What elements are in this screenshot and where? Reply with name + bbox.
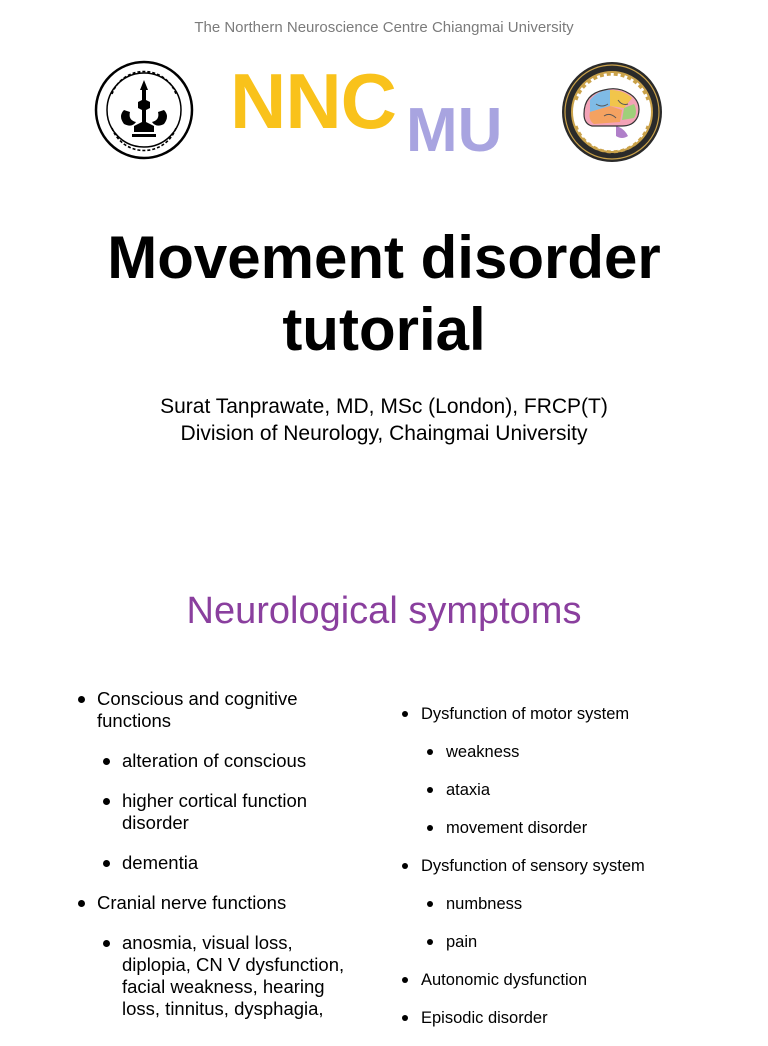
list-item: Cranial nerve functions anosmia, visual … (76, 892, 376, 1020)
bullet-icon (78, 696, 85, 703)
list-item: Episodic disorder (400, 1008, 740, 1028)
left-bullet-list: Conscious and cognitive functions altera… (76, 688, 376, 1038)
right-bullet-list: Dysfunction of motor system weakness ata… (400, 704, 740, 1046)
sub-list: weakness ataxia movement disorder (425, 742, 740, 838)
title-line-1: Movement disorder (107, 224, 661, 291)
bullet-icon (427, 825, 433, 831)
logo-primary-text: NNC (230, 57, 397, 145)
list-item: Dysfunction of motor system weakness ata… (400, 704, 740, 838)
logo-secondary-text: MU (406, 96, 503, 165)
list-item: pain (425, 932, 740, 952)
brain-emblem-icon (562, 62, 662, 162)
title-slide: The Northern Neuroscience Centre Chiangm… (0, 19, 768, 447)
bullet-icon (427, 901, 433, 907)
bullet-icon (402, 863, 408, 869)
bullet-icon (103, 798, 110, 805)
list-item: anosmia, visual loss, diplopia, CN V dys… (101, 932, 376, 1020)
bullet-icon (103, 758, 110, 765)
bullet-icon (103, 940, 110, 947)
list-item: higher cortical function disorder (101, 790, 376, 834)
list-item: movement disorder (425, 818, 740, 838)
bullet-icon (78, 900, 85, 907)
list-item: dementia (101, 852, 376, 874)
sub-list: alteration of conscious higher cortical … (101, 750, 376, 874)
bullet-icon (427, 787, 433, 793)
symptoms-slide: Neurological symptoms Conscious and cogn… (0, 560, 768, 1027)
title-line-2: tutorial (282, 296, 486, 363)
list-item: weakness (425, 742, 740, 762)
affiliation-line: Division of Neurology, Chaingmai Univers… (180, 422, 588, 445)
bullet-icon (427, 749, 433, 755)
list-item: ataxia (425, 780, 740, 800)
bullet-icon (402, 711, 408, 717)
list-item: Autonomic dysfunction (400, 970, 740, 990)
sub-list: numbness pain (425, 894, 740, 952)
university-seal-icon (94, 60, 194, 160)
author-line: Surat Tanprawate, MD, MSc (London), FRCP… (160, 395, 608, 418)
bullet-icon (427, 939, 433, 945)
bullet-icon (402, 977, 408, 983)
bullet-icon (402, 1015, 408, 1021)
nncmu-logo: NNC MU (230, 62, 530, 172)
slide-title: Movement disorder tutorial (0, 222, 768, 366)
list-item: Dysfunction of sensory system numbness p… (400, 856, 740, 952)
list-item: Conscious and cognitive functions altera… (76, 688, 376, 874)
sub-list: anosmia, visual loss, diplopia, CN V dys… (101, 932, 376, 1020)
org-header: The Northern Neuroscience Centre Chiangm… (194, 19, 574, 36)
bullet-icon (103, 860, 110, 867)
author-block: Surat Tanprawate, MD, MSc (London), FRCP… (0, 393, 768, 447)
slide-title: Neurological symptoms (186, 590, 582, 632)
list-item: numbness (425, 894, 740, 914)
list-item: alteration of conscious (101, 750, 376, 772)
